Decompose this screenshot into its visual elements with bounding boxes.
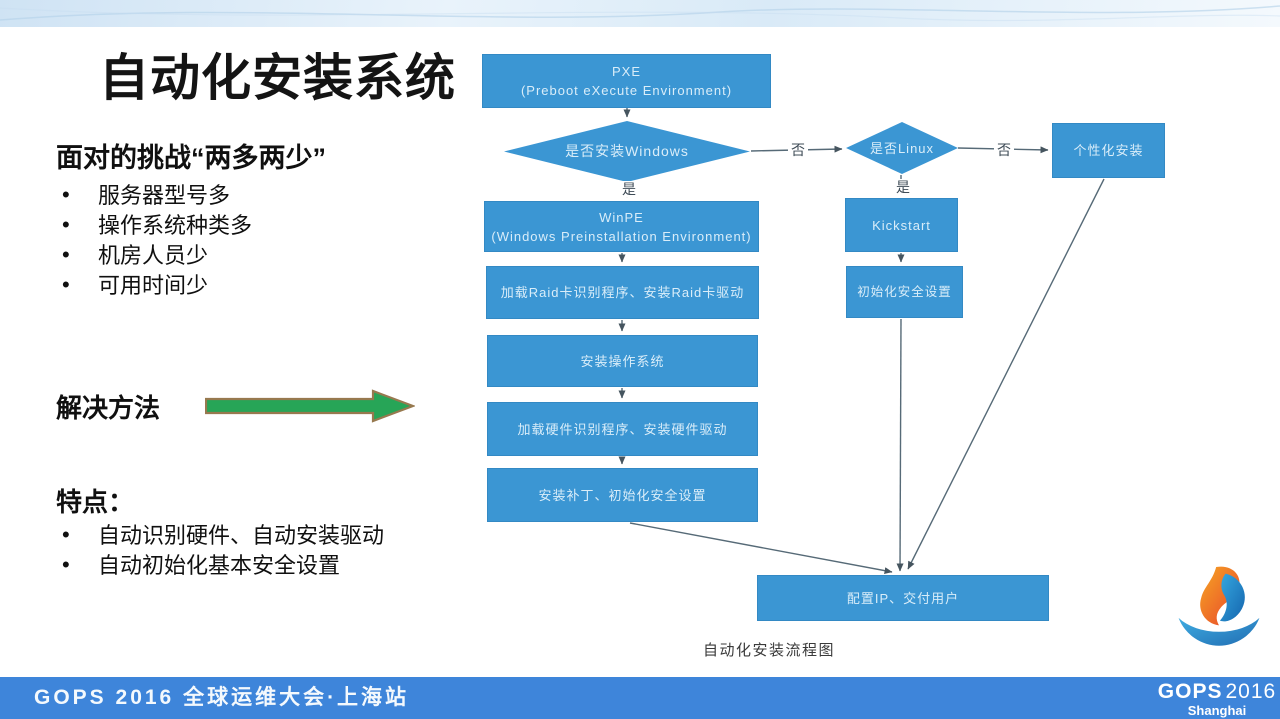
node-label: (Preboot eXecute Environment) xyxy=(520,83,733,98)
connector-patch-to-deliver xyxy=(629,522,893,575)
node-label: WinPE xyxy=(599,209,644,225)
flow-node-deliver: 配置IP、交付用户 xyxy=(757,575,1049,621)
footer-bar: GOPS 2016 全球运维大会·上海站 xyxy=(0,677,1280,719)
page-title: 自动化安装系统 xyxy=(99,50,456,106)
flow-node-winpe: WinPE (Windows Preinstallation Environme… xyxy=(484,201,759,252)
gops-logo-globe-icon xyxy=(1178,566,1260,646)
flow-node-hardware: 加载硬件识别程序、安装硬件驱动 xyxy=(487,402,758,456)
flow-node-patch: 安装补丁、初始化安全设置 xyxy=(487,468,758,522)
flow-decision-linux: 是否Linux xyxy=(846,122,958,174)
edge-label-linux-yes: 是 xyxy=(893,179,913,195)
node-label: PXE xyxy=(611,64,641,79)
logo-city: Shanghai xyxy=(1187,703,1247,718)
connector-initsecurity-to-deliver xyxy=(896,318,904,572)
challenge-item: 机房人员少 xyxy=(56,240,252,271)
flow-node-pxe: PXE (Preboot eXecute Environment) xyxy=(482,54,771,108)
logo-brand: GOPS xyxy=(1157,680,1223,703)
challenge-list: 服务器型号多 操作系统种类多 机房人员少 可用时间少 xyxy=(56,180,252,301)
wave-pattern-icon xyxy=(0,5,1280,22)
flow-node-kickstart: Kickstart xyxy=(845,198,958,252)
features-list: 自动识别硬件、自动安装驱动 自动初始化基本安全设置 xyxy=(56,520,384,581)
node-label: (Windows Preinstallation Environment) xyxy=(491,228,752,244)
feature-item: 自动识别硬件、自动安装驱动 xyxy=(56,520,384,551)
flow-decision-windows: 是否安装Windows xyxy=(504,121,750,182)
features-heading: 特点： xyxy=(56,487,135,517)
edge-label-linux-no: 否 xyxy=(994,142,1014,158)
flow-node-raid: 加载Raid卡识别程序、安装Raid卡驱动 xyxy=(486,266,759,319)
edge-label-windows-yes: 是 xyxy=(619,181,639,197)
challenge-heading: 面对的挑战“两多两少” xyxy=(56,143,326,173)
edge-label-windows-no: 否 xyxy=(788,142,808,158)
solution-heading: 解决方法 xyxy=(56,393,161,423)
logo-year: 2016 xyxy=(1225,680,1277,703)
flow-node-init-security: 初始化安全设置 xyxy=(846,266,963,318)
feature-item: 自动初始化基本安全设置 xyxy=(56,550,384,581)
challenge-item: 可用时间少 xyxy=(56,270,252,301)
flowchart-caption: 自动化安装流程图 xyxy=(703,642,836,659)
challenge-item: 服务器型号多 xyxy=(56,180,252,211)
solution-arrow-icon xyxy=(205,389,415,423)
conference-title: GOPS 2016 全球运维大会·上海站 xyxy=(34,686,410,709)
top-decorative-band xyxy=(0,0,1280,27)
flow-node-personalized: 个性化安装 xyxy=(1052,123,1165,178)
challenge-item: 操作系统种类多 xyxy=(56,210,252,241)
flow-node-os: 安装操作系统 xyxy=(487,335,758,387)
